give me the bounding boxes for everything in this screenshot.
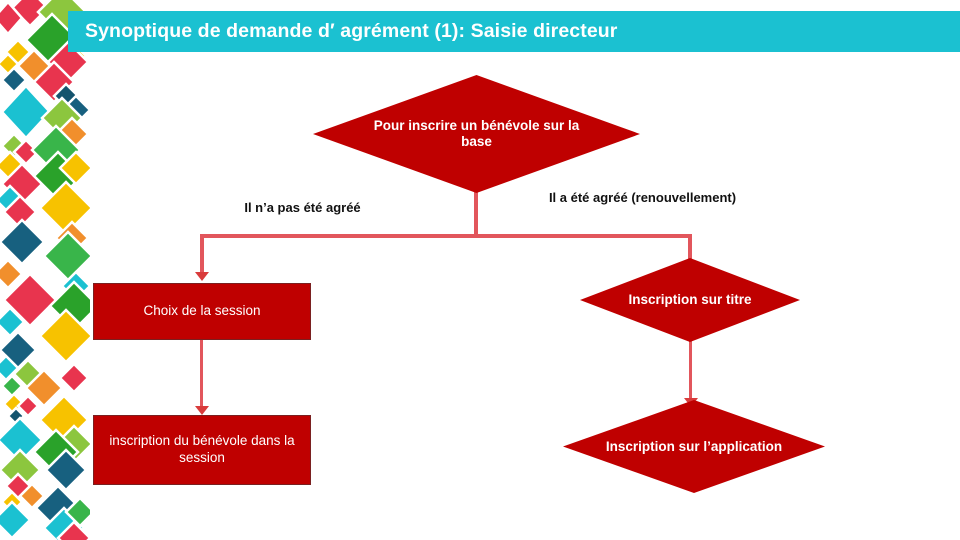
node-pour-inscrire-un-benevole[interactable]: Pour inscrire un bénévole sur la base xyxy=(313,75,640,193)
decorative-mosaic-strip xyxy=(0,0,90,540)
page-title: Synoptique de demande d′ agrément (1): S… xyxy=(85,20,618,42)
node-choix-de-la-session[interactable]: Choix de la session xyxy=(93,283,311,340)
connector-right-vertical-lower xyxy=(689,340,692,402)
node-choix-session-label: Choix de la session xyxy=(143,303,261,319)
node-inscription-sur-l-application[interactable]: Inscription sur l’application xyxy=(563,400,825,493)
connector-left-vertical-lower xyxy=(200,338,203,408)
connector-horizontal-split xyxy=(202,234,692,238)
connector-top-vertical xyxy=(474,186,478,238)
node-inscription-session-label: inscription du bénévole dans la session xyxy=(109,433,295,465)
node-inscription-titre-label: Inscription sur titre xyxy=(628,292,752,308)
edge-label-not-approved: Il n’a pas été agréé xyxy=(244,200,361,215)
node-top-diamond-label: Pour inscrire un bénévole sur la base xyxy=(373,118,580,149)
mosaic-pattern-icon xyxy=(0,0,90,540)
edge-label-approved: Il a été agréé (renouvellement) xyxy=(548,190,737,205)
connector-left-vertical xyxy=(200,234,204,274)
arrowhead-to-choix-session xyxy=(195,272,209,281)
node-inscription-sur-titre[interactable]: Inscription sur titre xyxy=(580,258,800,342)
node-inscription-du-benevole-dans-la-session[interactable]: inscription du bénévole dans la session xyxy=(93,415,311,485)
slide-title-bar: Synoptique de demande d′ agrément (1): S… xyxy=(68,11,960,52)
node-inscription-application-label: Inscription sur l’application xyxy=(605,438,783,454)
arrowhead-to-inscription-session xyxy=(195,406,209,415)
